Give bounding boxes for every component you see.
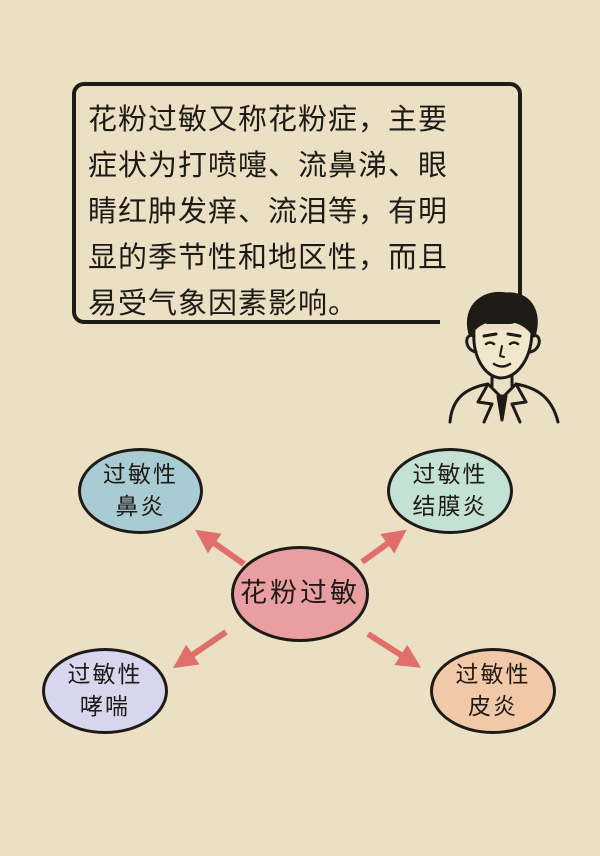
node-allergic-asthma: 过敏性 哮喘: [42, 648, 168, 734]
arrow-to-rhinitis: [195, 529, 246, 567]
node-allergic-conjunctivitis: 过敏性 结膜炎: [387, 448, 513, 534]
intro-text: 花粉过敏又称花粉症，主要 症状为打喷嚏、流鼻涕、眼 睛红肿发痒、流泪等，有明 显…: [88, 96, 514, 326]
node-line2: 结膜炎: [412, 494, 488, 520]
node-allergic-dermatitis: 过敏性 皮炎: [430, 648, 556, 734]
node-line1: 过敏性: [103, 462, 178, 488]
intro-line: 花粉过敏又称花粉症，主要: [88, 102, 449, 136]
diagram-arrows: [173, 529, 422, 669]
center-node-label: 花粉过敏: [240, 578, 360, 609]
node-line1: 过敏性: [412, 462, 488, 488]
speech-bubble: [72, 82, 522, 324]
intro-line: 睛红肿发痒、流泪等，有明: [88, 194, 449, 228]
node-line1: 过敏性: [455, 662, 531, 688]
intro-line: 症状为打喷嚏、流鼻涕、眼: [88, 148, 449, 182]
node-line2: 皮炎: [468, 694, 518, 720]
arrow-to-dermatitis: [366, 631, 422, 668]
center-node-pollen-allergy: 花粉过敏: [231, 546, 369, 642]
node-line1: 过敏性: [67, 662, 143, 688]
node-line2: 哮喘: [80, 694, 130, 720]
intro-line: 易受气象因素影响。: [88, 286, 359, 320]
intro-line: 显的季节性和地区性，而且: [88, 240, 449, 274]
node-line2: 鼻炎: [115, 494, 166, 520]
arrow-to-asthma: [173, 629, 228, 669]
doctor-icon: [448, 291, 560, 424]
node-allergic-rhinitis: 过敏性 鼻炎: [78, 448, 203, 534]
arrow-to-conjunctivitis: [360, 529, 407, 565]
